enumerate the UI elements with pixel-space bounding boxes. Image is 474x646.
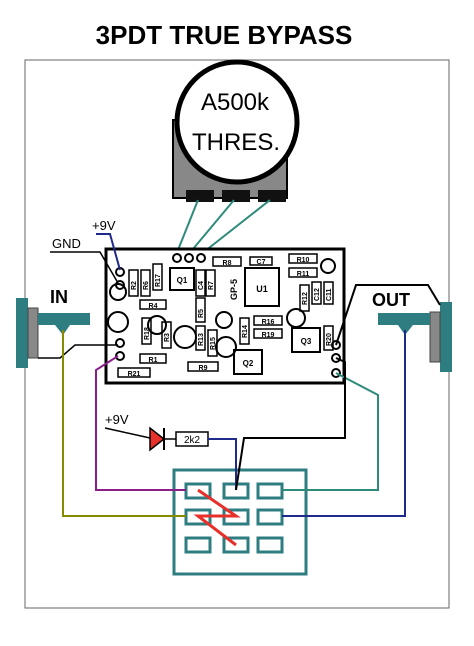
label-r6: R6	[143, 281, 150, 290]
board-label: GP-5	[229, 279, 239, 300]
label-q1: Q1	[177, 276, 188, 285]
label-r3: R3	[164, 333, 171, 342]
label-r18: R18	[144, 327, 151, 340]
diagram-title: 3PDT TRUE BYPASS	[96, 20, 353, 50]
label-r5: R5	[198, 309, 205, 318]
switch-body	[172, 468, 308, 576]
ground-wire	[50, 251, 119, 284]
output-jack-label: OUT	[372, 290, 410, 310]
label-r8: R8	[223, 260, 232, 267]
led-power-label: +9V	[105, 412, 129, 427]
led-resistor-label: 2k2	[184, 435, 201, 446]
label-q2: Q2	[243, 359, 254, 368]
output-jack: OUT	[372, 290, 452, 372]
pcb-ground-switch-wire	[235, 357, 346, 491]
label-r12: R12	[302, 292, 309, 305]
pcb-board: Q1 U1 Q2 Q3 R8 R10 R11 R16 R19 R1 R21 R9…	[104, 247, 346, 385]
switch-jumper	[193, 488, 241, 547]
pot-label: THRES.	[192, 129, 280, 156]
pot-lug-1	[186, 190, 214, 202]
label-r16: R16	[262, 319, 275, 326]
pcb-power-wire	[96, 233, 121, 271]
label-c12: C12	[314, 288, 321, 301]
label-r10: R10	[297, 257, 310, 264]
input-jack-label: IN	[50, 287, 68, 307]
label-r17: R17	[155, 274, 162, 287]
label-r1: R1	[149, 357, 158, 364]
label-r4: R4	[149, 303, 158, 310]
ground-label: GND	[52, 236, 81, 251]
pot-lug-3	[258, 190, 286, 202]
pcb-output-wire	[282, 372, 379, 491]
output-ground-wire	[335, 284, 441, 346]
led-wire	[208, 438, 237, 490]
pot-value: A500k	[201, 89, 270, 116]
label-r15: R15	[210, 337, 217, 350]
label-r9: R9	[199, 365, 208, 372]
led-diode	[149, 426, 166, 452]
label-r14: R14	[242, 325, 249, 338]
label-r19: R19	[262, 332, 275, 339]
label-r2: R2	[131, 281, 138, 290]
output-signal-wire	[282, 330, 406, 517]
input-signal-wire	[62, 330, 186, 517]
label-r11: R11	[297, 271, 310, 278]
input-ground-wire	[38, 344, 118, 359]
label-r20: R20	[326, 333, 333, 346]
pcb-power-label: +9V	[92, 218, 116, 233]
label-c4: C4	[198, 281, 205, 290]
pot-lug-2	[222, 190, 250, 202]
footswitch-3pdt	[172, 468, 308, 576]
pot-knob	[174, 59, 300, 185]
led-power-wire	[104, 427, 151, 439]
pot-wires	[175, 199, 271, 256]
label-q3: Q3	[301, 337, 312, 346]
label-c7: C7	[257, 259, 266, 266]
pcb-input-wire	[95, 355, 186, 491]
label-u1: U1	[256, 284, 268, 294]
potentiometer: A500k THRES.	[172, 59, 300, 202]
label-r13: R13	[198, 333, 205, 346]
label-c11: C11	[326, 288, 333, 301]
input-jack: IN	[16, 287, 90, 368]
label-r21: R21	[128, 371, 141, 378]
label-r7: R7	[208, 281, 215, 290]
